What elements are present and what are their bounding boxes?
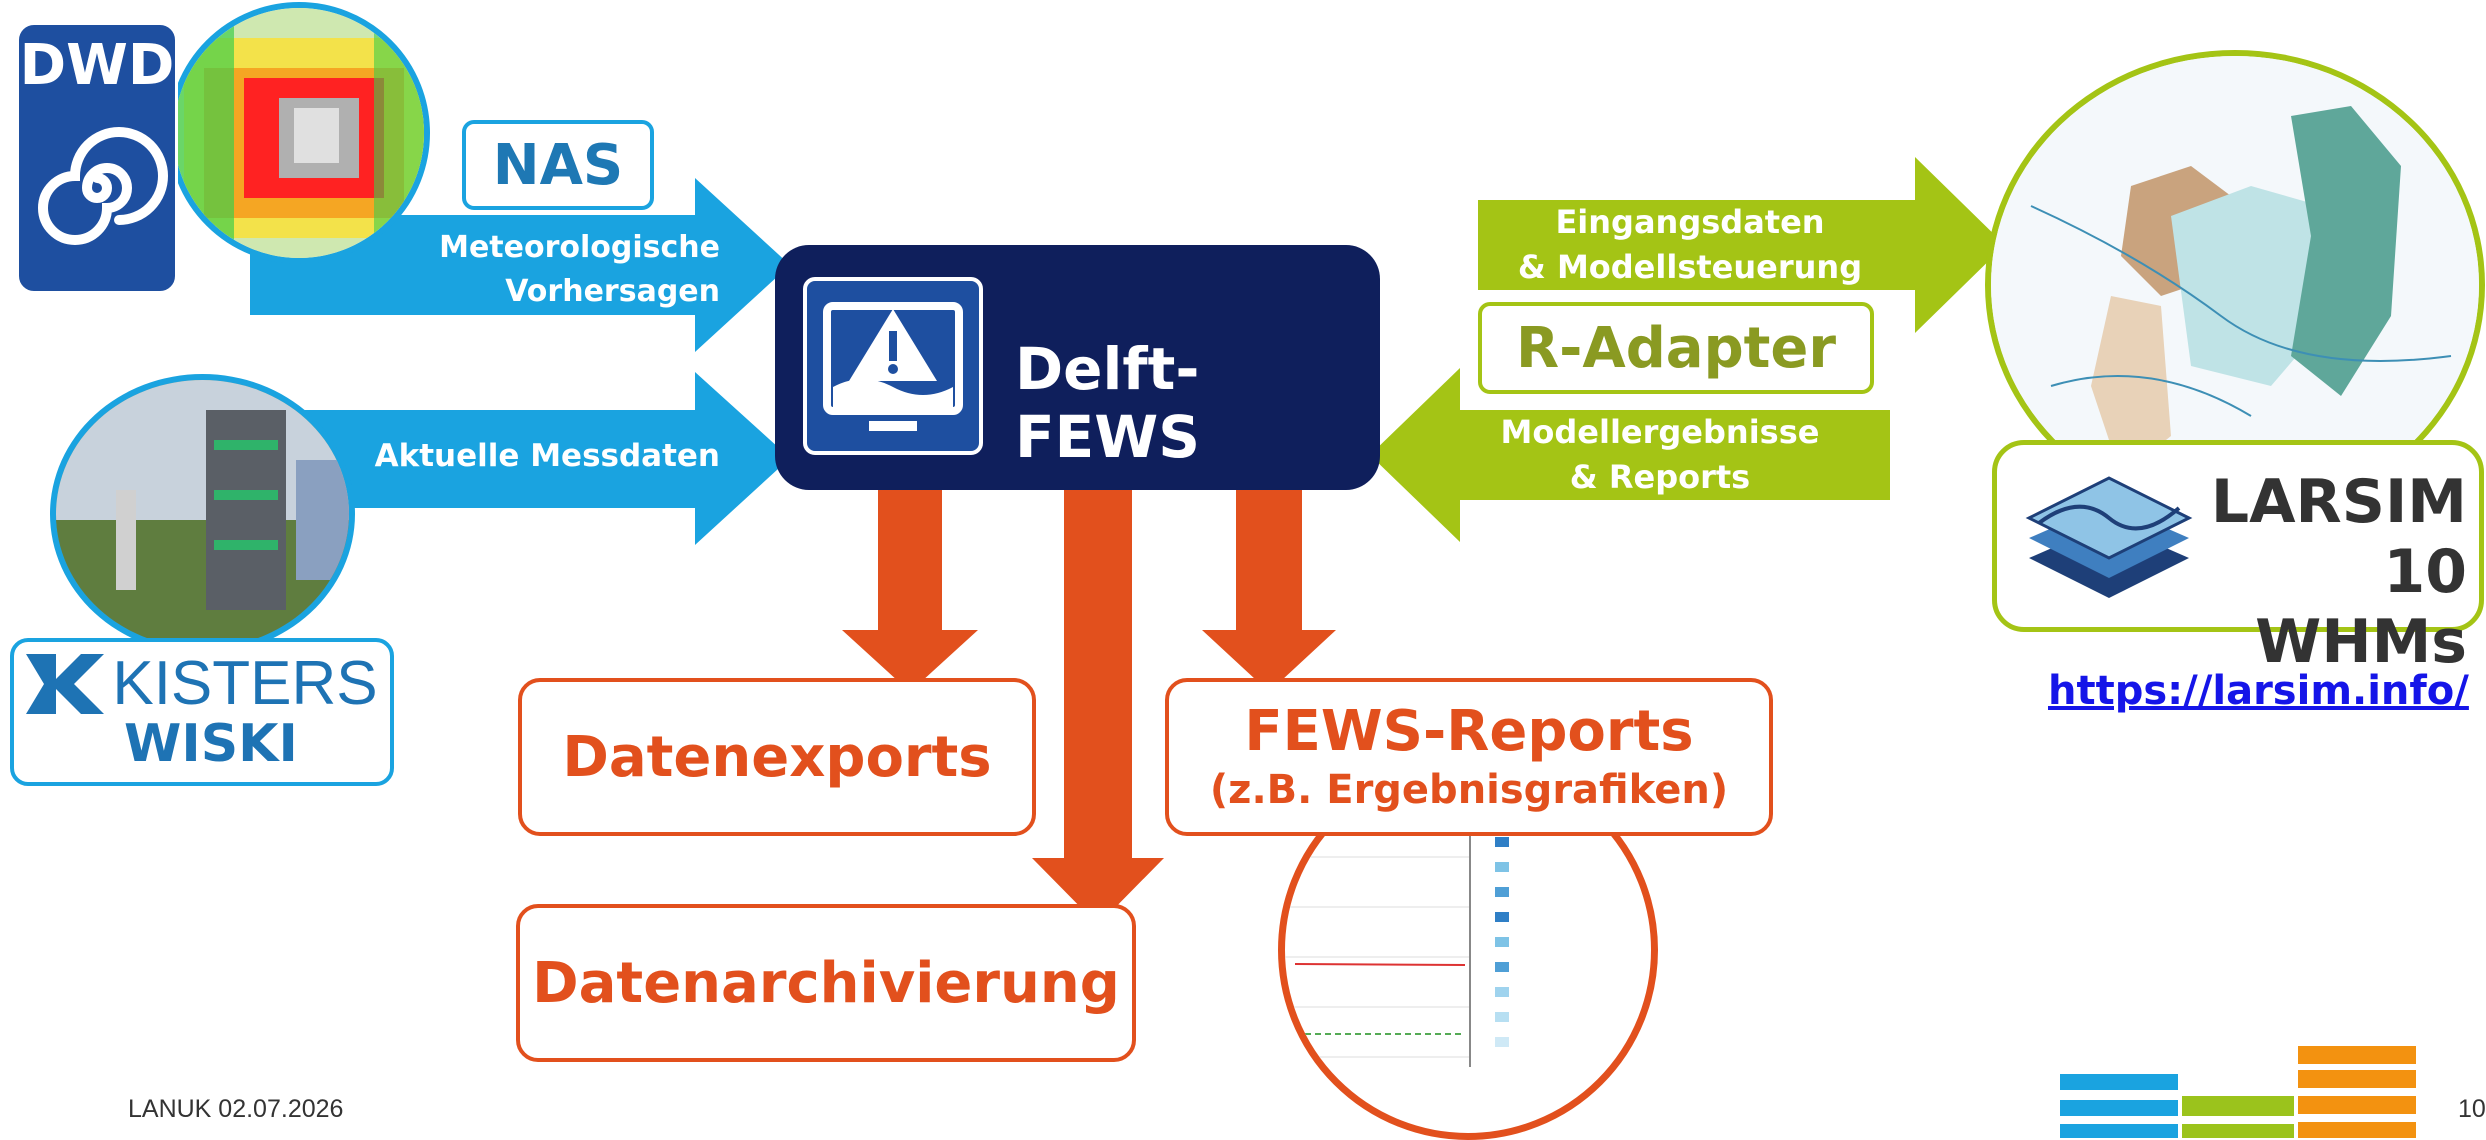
larsim-link[interactable]: https://larsim.info/ (2048, 668, 2469, 714)
larsim-line2: 10 WHMs (2255, 537, 2467, 677)
r-adapter-label: R-Adapter (1515, 315, 1837, 381)
archive-label: Datenarchivierung (532, 950, 1120, 1016)
input-line1: Eingangsdaten (1555, 203, 1825, 241)
exports-label: Datenexports (562, 724, 992, 790)
export-arrow (842, 490, 978, 692)
spiral-icon (38, 127, 168, 245)
measurement-label: Aktuelle Messdaten (374, 438, 720, 474)
reports-line1: FEWS-Reports (1244, 699, 1694, 764)
input-line2: & Modellsteuerung (1517, 248, 1863, 286)
results-line1: Modellergebnisse (1500, 413, 1820, 451)
dwd-map-circle (168, 2, 430, 264)
kisters-box: KISTERS WISKI (10, 638, 394, 786)
larsim-box: LARSIM 10 WHMs (1992, 440, 2484, 677)
warning-flood-monitor-icon (823, 302, 963, 431)
reports-line2: (z.B. Ergebnisgrafiken) (1209, 767, 1729, 813)
input-data-label: Eingangsdaten & Modellsteuerung (1500, 200, 1880, 290)
archive-arrow (1032, 490, 1164, 925)
result-chart-thumbnail (1285, 767, 1509, 1067)
layered-map-icon (2025, 476, 2193, 598)
dwd-logo: DWD (16, 22, 178, 294)
exports-box: Datenexports (518, 678, 1036, 836)
river-basin-map (1991, 56, 2479, 514)
forecast-line1: Meteorologische (439, 230, 720, 265)
input-data-arrow (1478, 157, 2005, 333)
kisters-name: KISTERS (112, 649, 378, 718)
delft-fews-box: Delft-FEWS (775, 245, 1380, 490)
footer-org-date: LANUK 02.07.2026 (128, 1095, 344, 1123)
measurement-arrow (300, 372, 790, 545)
forecast-label: Meteorologische Vorhersagen (380, 226, 720, 314)
forecast-line2: Vorhersagen (505, 274, 720, 309)
nas-label: NAS (492, 132, 624, 198)
reports-arrow (1202, 490, 1336, 692)
station-photo (56, 380, 349, 648)
results-line2: & Reports (1569, 458, 1751, 496)
results-label: Modellergebnisse & Reports (1450, 410, 1870, 500)
dwd-logo-text: DWD (19, 33, 175, 98)
larsim-line1: LARSIM (2210, 467, 2467, 537)
page-number: 10 (2458, 1095, 2486, 1123)
kisters-k-icon (26, 653, 105, 714)
r-adapter-box: R-Adapter (1478, 302, 1874, 394)
nas-box: NAS (462, 120, 654, 210)
fews-logo (803, 277, 983, 455)
reports-box: FEWS-Reports (z.B. Ergebnisgrafiken) (1165, 678, 1773, 836)
results-arrow (1370, 368, 1890, 542)
stacked-bars-logo (2060, 1046, 2416, 1138)
archive-box: Datenarchivierung (516, 904, 1136, 1062)
delft-fews-title: Delft-FEWS (1015, 335, 1200, 471)
station-photo-circle (50, 374, 355, 654)
weather-map-icon (174, 8, 424, 258)
wiski-name: WISKI (124, 714, 298, 774)
larsim-title: LARSIM 10 WHMs (2197, 467, 2467, 677)
